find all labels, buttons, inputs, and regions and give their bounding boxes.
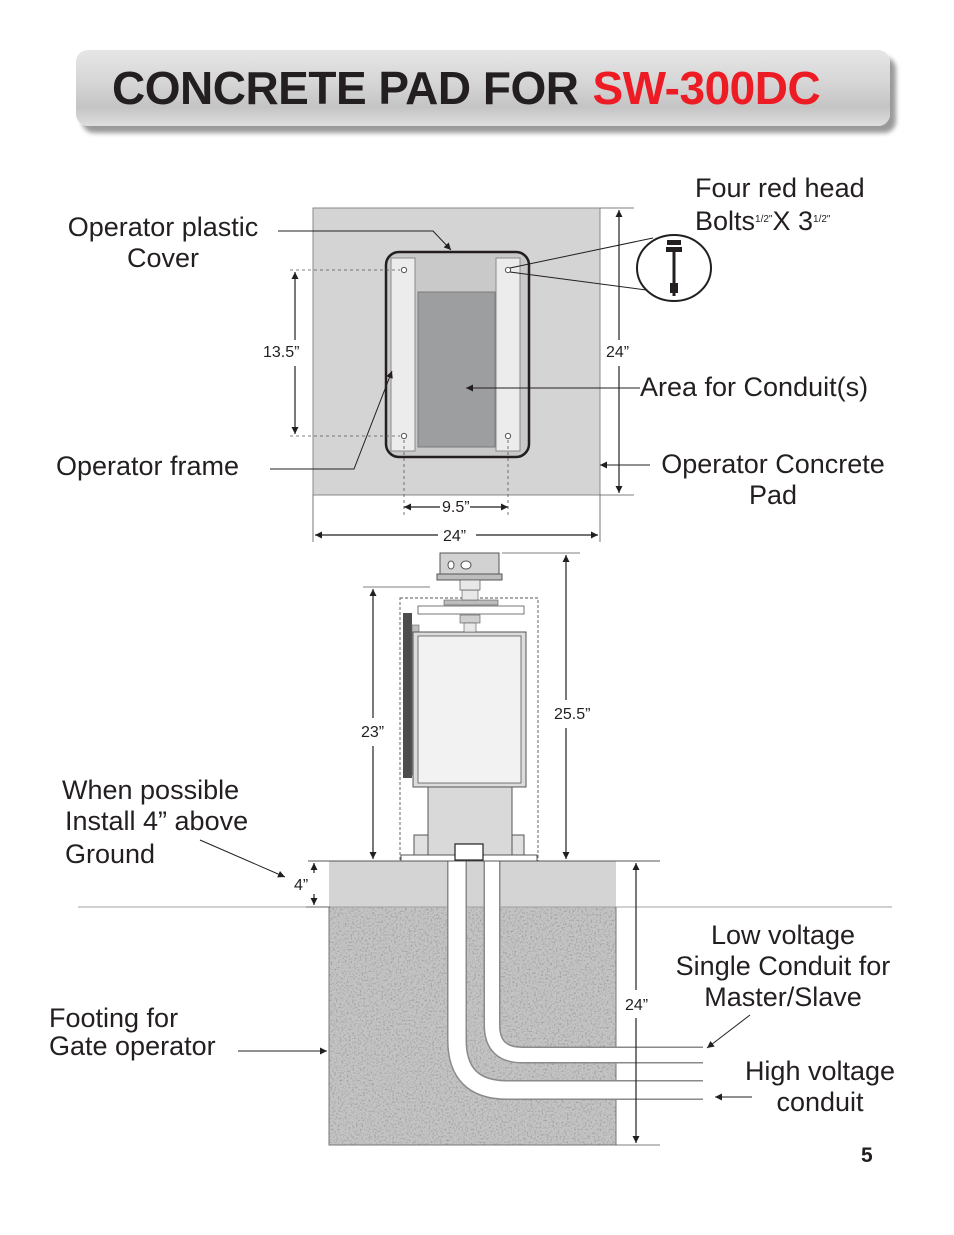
operator-frame-label: Operator frame [56, 451, 240, 481]
page-number: 5 [861, 1144, 873, 1167]
pad-above-ground [329, 861, 616, 907]
low-voltage-label: Low voltage Single Conduit for Master/Sl… [675, 920, 891, 1012]
dim-label-24-horizontal: 24” [443, 528, 467, 545]
dim-label-4: 4” [294, 877, 309, 894]
cover-callout [278, 230, 452, 251]
bolts-label: Four red head Bolts1/2"X 31/2" [695, 173, 865, 236]
top-view [270, 207, 712, 542]
frame-callout [270, 370, 393, 470]
dim-label-9-5: 9.5” [442, 499, 470, 516]
title-prefix: CONCRETE PAD FOR [112, 62, 579, 114]
conduit-area [417, 291, 496, 448]
bolt-hole [400, 266, 408, 274]
dim-label-23: 23” [361, 724, 385, 741]
footing [329, 907, 616, 1145]
frame-rail-right [495, 257, 521, 452]
low-voltage-callout [706, 1014, 751, 1049]
install-callout [199, 839, 286, 878]
frame-rail-left [390, 257, 416, 452]
dim-label-25-5: 25.5” [554, 706, 591, 723]
high-voltage-label: High voltage conduit [744, 1056, 896, 1117]
conduit-area-label: Area for Conduit(s) [640, 372, 869, 402]
bolt-hole [504, 266, 512, 274]
bolt-hole [400, 432, 408, 440]
bolt-callout-upper [509, 237, 654, 269]
bolt-detail [636, 234, 712, 302]
side-view [78, 552, 892, 1146]
bolt-callout-lower [509, 271, 647, 291]
drive-gear [417, 589, 525, 633]
plastic-cover-label: Operator plastic Cover [67, 212, 259, 273]
top-bracket [436, 552, 503, 591]
install-above-ground-label: When possible Install 4” above Ground [62, 775, 249, 869]
footing-label: Footing for Gate operator [49, 1003, 216, 1061]
bolt-hole [504, 432, 512, 440]
model-name: SW-300DC [592, 62, 821, 114]
dim-label-13-5: 13.5” [263, 344, 300, 361]
dim-label-24-vertical: 24” [606, 344, 630, 361]
dim-label-24-depth: 24” [625, 997, 649, 1014]
operator-frame-side [403, 613, 412, 778]
concrete-pad-label: Operator Concrete Pad [661, 449, 885, 510]
